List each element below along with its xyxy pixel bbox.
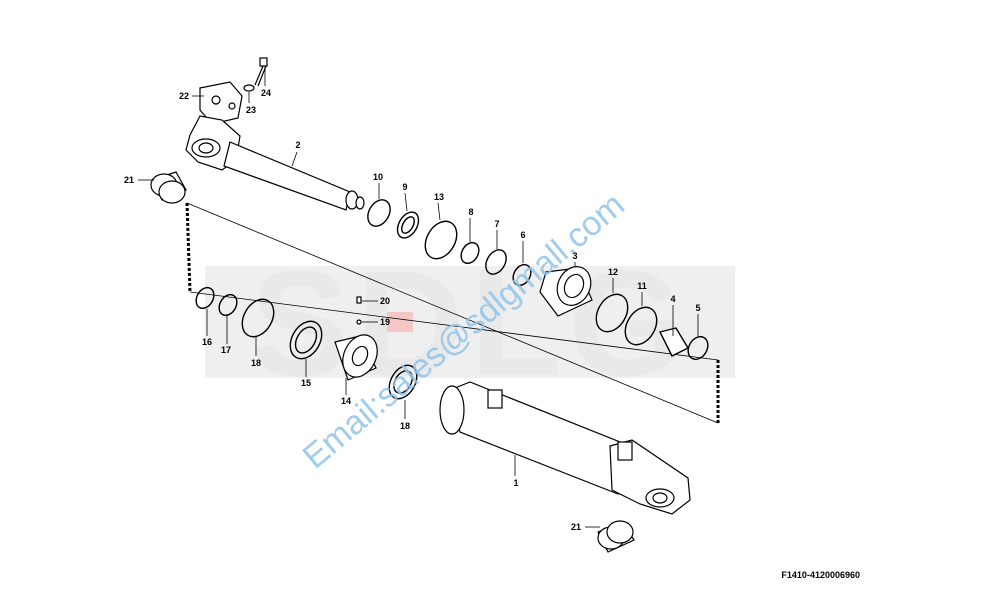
piston-rod	[185, 115, 365, 211]
callout-18-lower: 18	[400, 421, 410, 431]
callout-1: 1	[513, 478, 518, 488]
callout-19: 19	[380, 317, 390, 327]
callout-7: 7	[494, 219, 499, 229]
assembly-leader-lines	[185, 202, 720, 425]
callout-21-lower: 21	[571, 522, 581, 532]
callout-9: 9	[402, 182, 407, 192]
callout-16: 16	[202, 337, 212, 347]
callout-6: 6	[520, 230, 525, 240]
callout-3: 3	[572, 251, 577, 261]
callout-24: 24	[261, 88, 271, 98]
seal-rings-upper	[367, 199, 532, 287]
piston	[334, 296, 378, 381]
callout-8: 8	[468, 207, 473, 217]
callout-15: 15	[301, 378, 311, 388]
callout-4: 4	[670, 294, 675, 304]
callout-11: 11	[637, 281, 647, 291]
callout-14: 14	[341, 396, 351, 406]
callout-18-upper: 18	[251, 358, 261, 368]
washer	[243, 84, 255, 92]
cylinder-head	[539, 266, 593, 317]
callout-13: 13	[434, 192, 444, 202]
callout-leaders	[138, 66, 699, 528]
callout-2: 2	[295, 140, 300, 150]
callout-21-upper: 21	[124, 175, 134, 185]
callout-10: 10	[373, 172, 383, 182]
callout-12: 12	[608, 267, 618, 277]
cylinder-barrel	[439, 381, 691, 515]
seal-rings-right	[595, 293, 709, 361]
figure-code: F1410-4120006960	[781, 570, 860, 580]
bushing	[150, 171, 187, 204]
callout-labels: 1 2 3 4 5 6 7 8 9 10 11 12 13 14 15 16 1…	[124, 88, 701, 532]
watermark-logo: SDLG	[205, 239, 735, 407]
seal-rings-lower	[195, 286, 418, 400]
callout-22: 22	[179, 91, 189, 101]
mounting-bracket	[199, 81, 243, 125]
callout-23: 23	[246, 105, 256, 115]
callout-5: 5	[695, 303, 700, 313]
callout-17: 17	[221, 345, 231, 355]
bushing-lower	[597, 520, 635, 553]
callout-20: 20	[380, 296, 390, 306]
